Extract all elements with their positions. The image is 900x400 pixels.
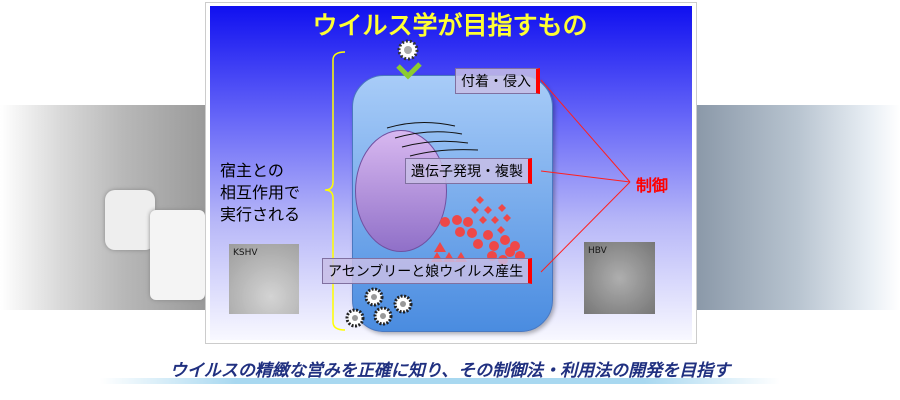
yellow-bracket (324, 51, 346, 331)
hbv-label: HBV (588, 246, 607, 256)
progeny-particles (431, 196, 525, 265)
slide-title: ウイルス学が目指すもの (312, 11, 588, 40)
host-text-line: 宿主との (220, 161, 284, 180)
footer-text: ウイルスの精緻な営みを正確に知り、その制御法・利用法の開発を目指す (169, 361, 731, 381)
hbv-micrograph: HBV (584, 242, 655, 314)
step-gene-expression-replication: 遺伝子発現・複製 (405, 158, 532, 184)
control-lines (540, 79, 631, 273)
control-label: 制御 (636, 176, 669, 195)
step-assembly-progeny: アセンブリーと娘ウイルス産生 (322, 258, 533, 284)
host-text-line: 実行される (220, 205, 301, 224)
check-icon (396, 62, 422, 80)
released-viruses (345, 287, 413, 328)
host-interaction-text: 宿主との 相互作用で 実行される (220, 160, 300, 226)
kshv-label: KSHV (233, 248, 258, 258)
footer-underline (100, 378, 780, 384)
kshv-micrograph: KSHV (229, 244, 299, 314)
lab-photo-left (0, 105, 205, 310)
nucleus (355, 130, 447, 252)
lab-photo-right (695, 105, 900, 310)
host-text-line: 相互作用で (220, 183, 301, 202)
step-attachment-entry: 付着・侵入 (455, 68, 540, 94)
transcription-arrows (386, 121, 479, 157)
virus-icon (397, 39, 419, 61)
